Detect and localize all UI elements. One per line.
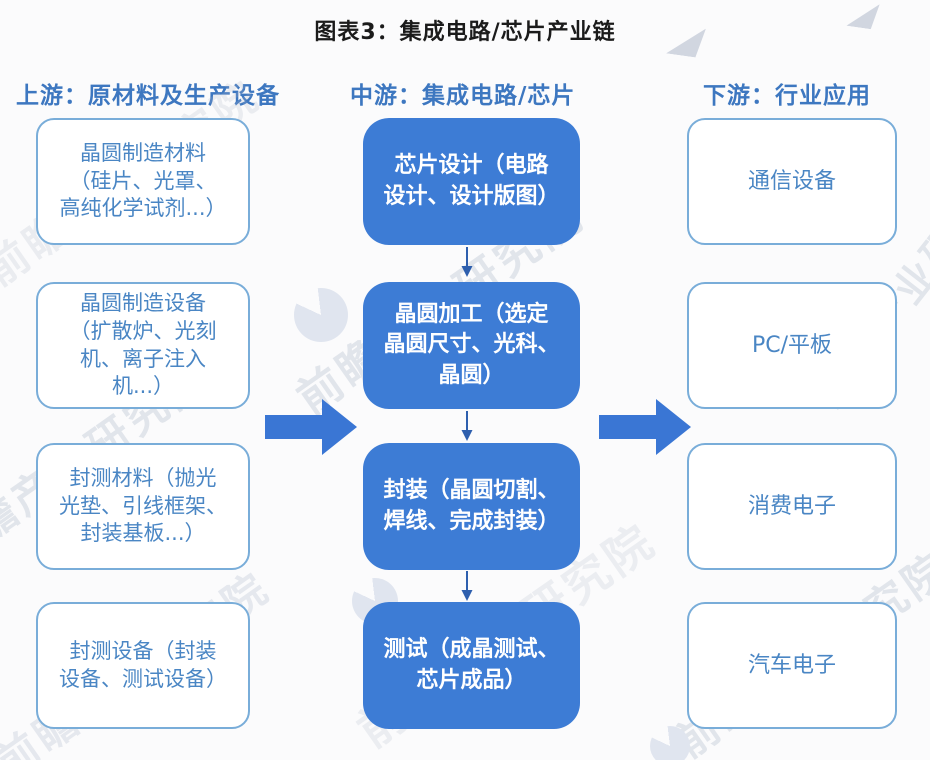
midstream-box-2-label: 晶圆加工（选定 晶圆尺寸、光科、 晶圆） [383,301,560,388]
downstream-box-3-label: 消费电子 [747,493,836,519]
upstream-box-3-label: 封测材料（抛光 光垫、引线框架、 封装基板...） [59,465,227,546]
downstream-box-1: 通信设备 [687,118,897,245]
midstream-box-1: 芯片设计（电路 设计、设计版图） [363,118,580,245]
down-arrow-icon [460,247,474,277]
upstream-box-2-label: 晶圆制造设备 （扩散炉、光刻 机、离子注入 机...） [69,290,217,399]
watermark-logo-icon [650,726,690,760]
midstream-box-3: 封装（晶圆切割、 焊线、完成封装） [363,443,580,570]
down-arrow-icon [460,411,474,441]
midstream-header: 中游：集成电路/芯片 [350,83,576,109]
downstream-header: 下游：行业应用 [703,83,871,109]
downstream-box-4-label: 汽车电子 [747,652,836,678]
upstream-box-3: 封测材料（抛光 光垫、引线框架、 封装基板...） [36,443,250,570]
upstream-box-4-label: 封测设备（封装 设备、测试设备） [59,638,227,691]
midstream-box-2: 晶圆加工（选定 晶圆尺寸、光科、 晶圆） [363,282,580,409]
block-arrow-midstream-to-downstream-icon [599,399,691,455]
upstream-box-4: 封测设备（封装 设备、测试设备） [36,602,250,729]
watermark-logo-icon [294,288,348,342]
midstream-box-4: 测试（成晶测试、 芯片成品） [363,602,580,729]
upstream-header: 上游：原材料及生产设备 [16,83,280,109]
downstream-box-1-label: 通信设备 [747,168,836,194]
midstream-box-4-label: 测试（成晶测试、 芯片成品） [383,637,560,693]
upstream-box-1: 晶圆制造材料 （硅片、光罩、 高纯化学试剂...） [36,118,250,245]
downstream-box-2-label: PC/平板 [751,332,833,358]
upstream-box-1-label: 晶圆制造材料 （硅片、光罩、 高纯化学试剂...） [59,140,227,221]
downstream-box-3: 消费电子 [687,443,897,570]
downstream-box-4: 汽车电子 [687,602,897,729]
midstream-box-1-label: 芯片设计（电路 设计、设计版图） [383,153,560,209]
downstream-box-2: PC/平板 [687,282,897,409]
midstream-box-3-label: 封装（晶圆切割、 焊线、完成封装） [383,478,560,534]
chart-title: 图表3：集成电路/芯片产业链 [314,20,616,45]
down-arrow-icon [460,571,474,601]
upstream-box-2: 晶圆制造设备 （扩散炉、光刻 机、离子注入 机...） [36,282,250,409]
block-arrow-upstream-to-midstream-icon [265,399,357,455]
